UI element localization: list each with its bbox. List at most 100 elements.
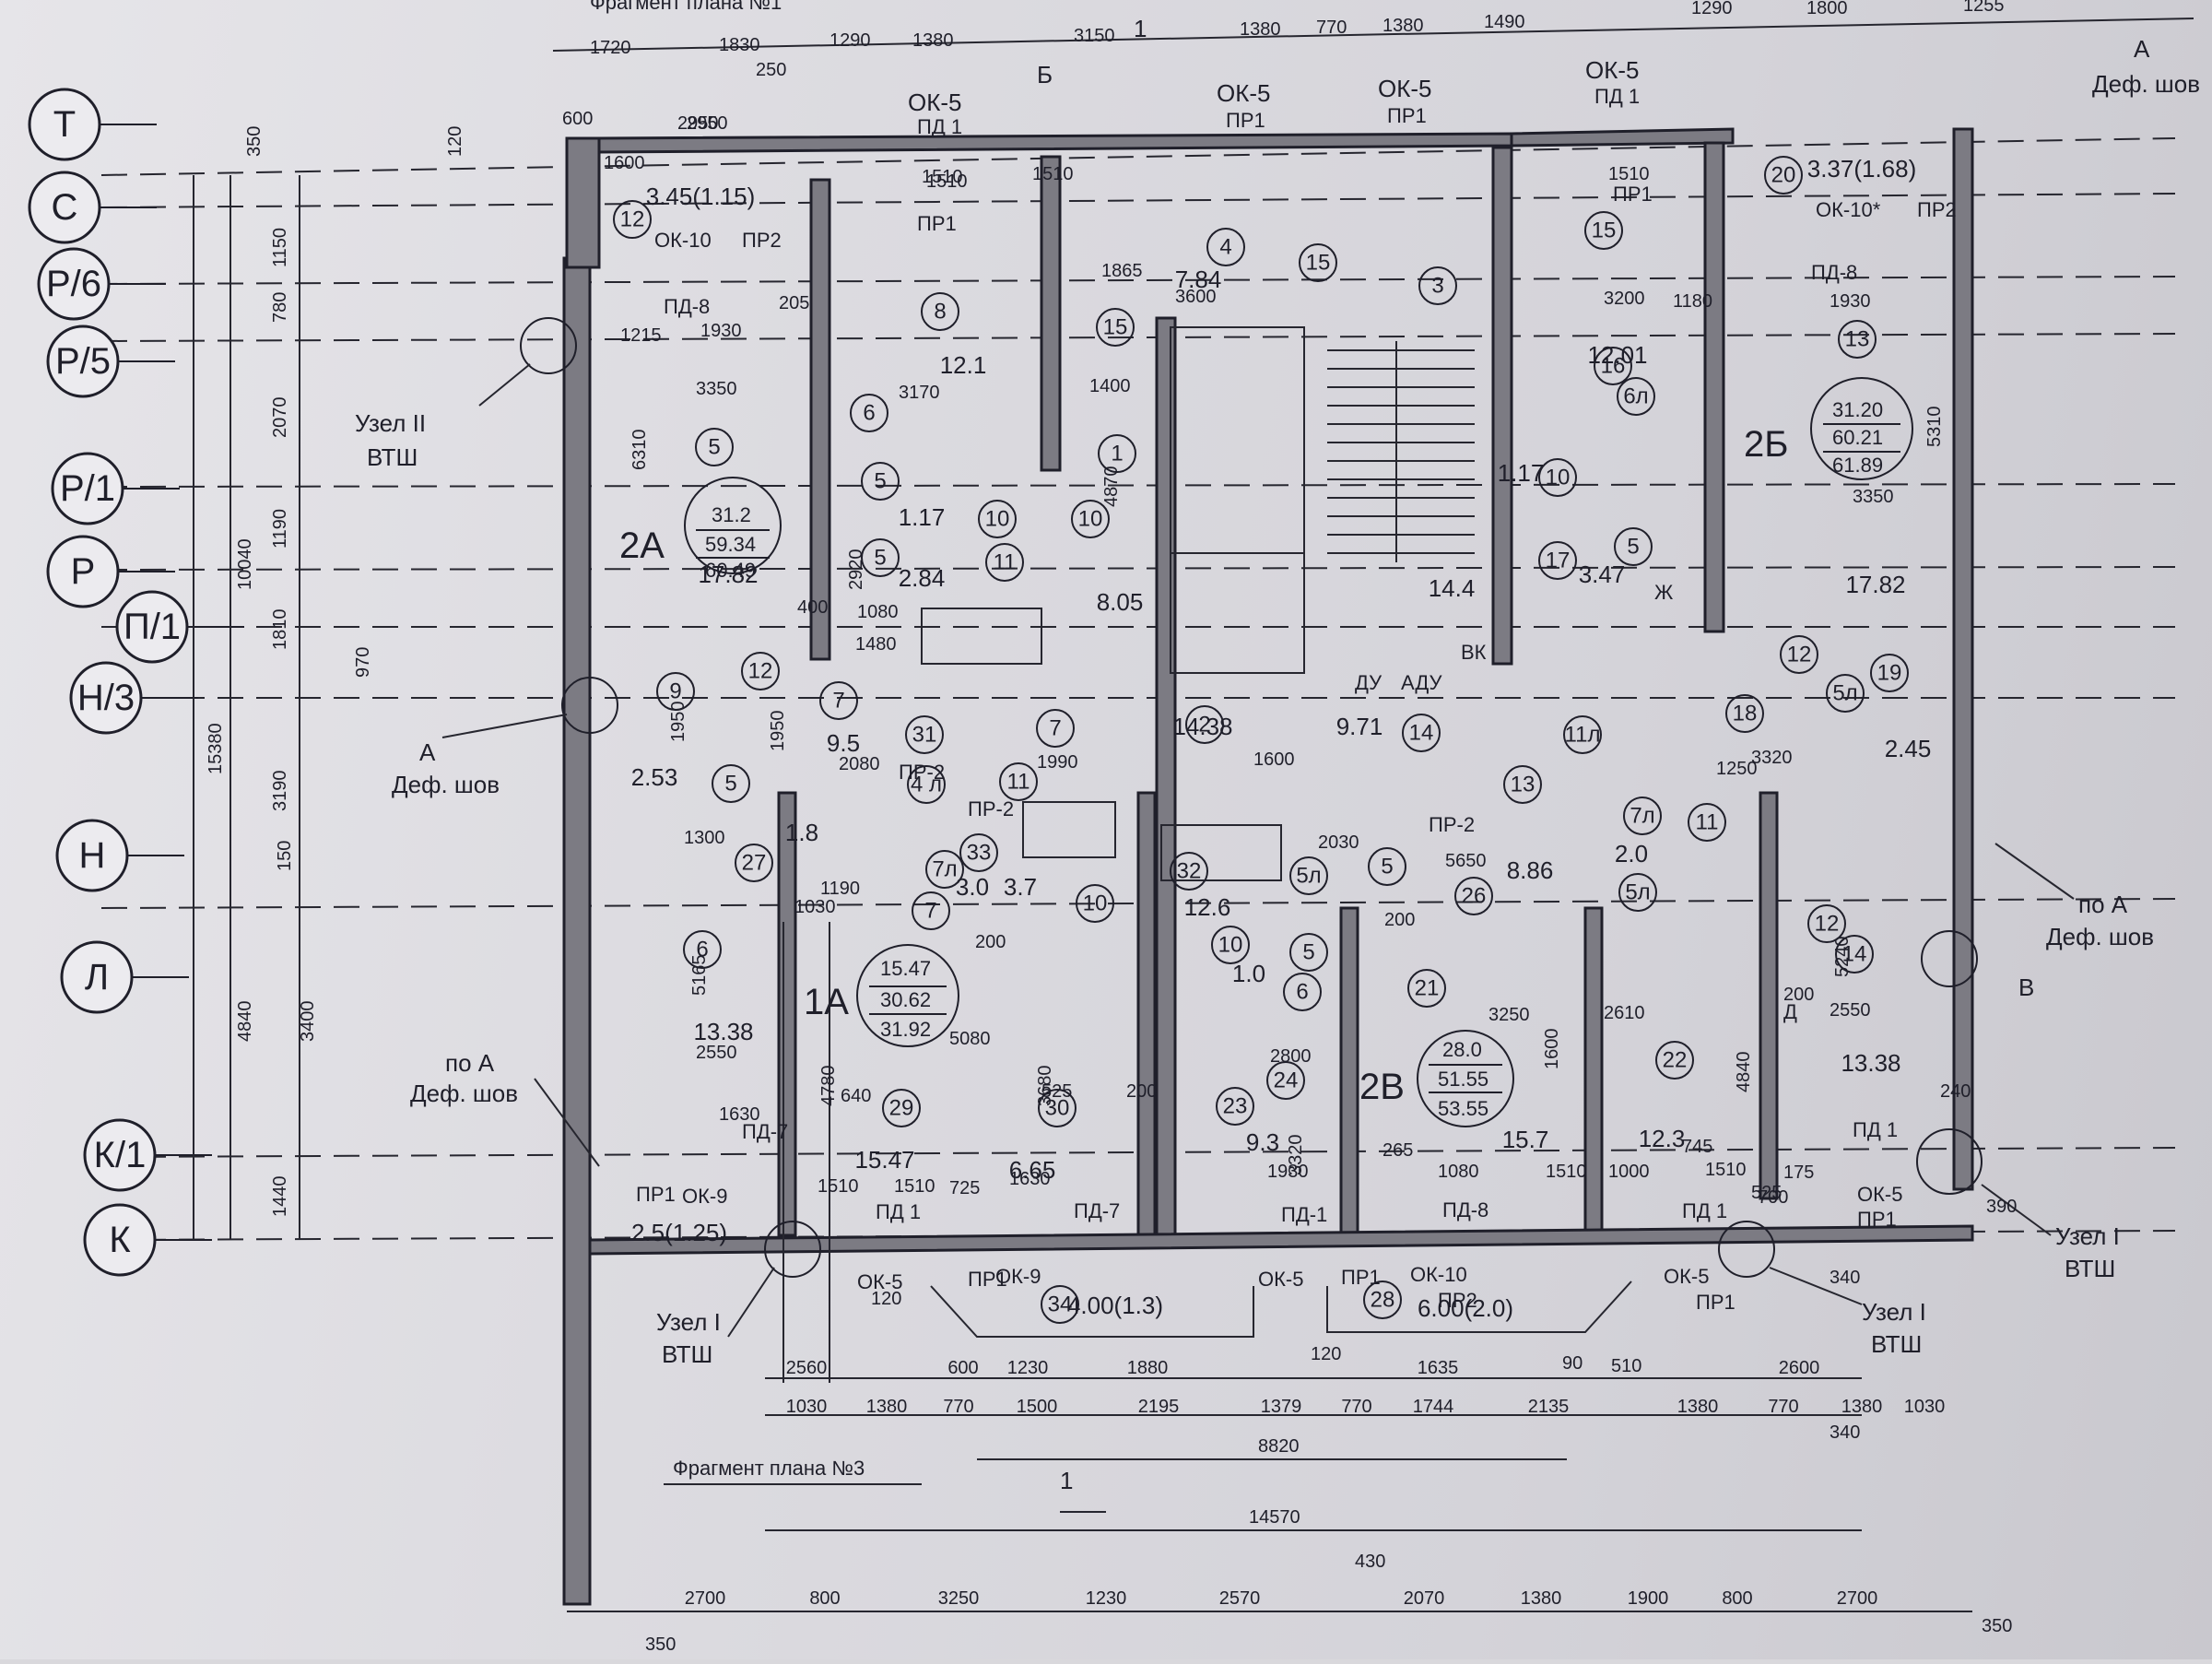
room-number-46: 12 [1807, 904, 1846, 943]
opening-label-34: Ж [1654, 581, 1674, 604]
interior-dim-63: 725 [949, 1178, 980, 1198]
axis-bubble-6: П/1 [115, 590, 189, 664]
apartment-labels: 2А 31.2 59.34 60.49 2Б 31.20 60.21 61.89… [619, 377, 1913, 1127]
fragment-plan-1-label: Фрагмент плана №1 [590, 0, 782, 14]
section-mark-1-bottom: 1 [1060, 1467, 1073, 1494]
window-ok5-d: ОК-5 [1585, 56, 1640, 84]
interior-dim-1: 1215 [620, 325, 662, 346]
bottom-small-dim-5: 390 [1986, 1197, 2017, 1217]
interior-dim-70: 200 [1783, 985, 1814, 1005]
bottom-row3-5: 2070 [1404, 1588, 1445, 1609]
room-area-25: 13.38 [693, 1018, 753, 1045]
door-pd1-d: ПД 1 [1594, 85, 1640, 108]
top-dim-1380b: 1380 [1240, 19, 1281, 40]
room-number-61: 6 [1283, 973, 1322, 1011]
axis-label-10: К/1 [94, 1135, 147, 1175]
room-number-45: 26 [1454, 877, 1493, 915]
axis-bubble-2: Р/6 [37, 247, 111, 321]
room-number-label-54: 21 [1415, 976, 1440, 1001]
top-dim-1830: 1830 [719, 35, 760, 55]
def-joint-a-left: А [419, 738, 436, 766]
axis-bubble-9: Л [60, 940, 134, 1014]
room-number-4: 15 [1299, 243, 1337, 282]
interior-dim-59: 525 [1751, 1183, 1782, 1203]
bottom-row3-9: 2700 [1837, 1588, 1878, 1609]
window-ok5-c: ОК-5 [1378, 75, 1432, 102]
bottom-row3-3: 1230 [1086, 1588, 1127, 1609]
room-number-label-11: 1 [1111, 442, 1123, 466]
deformation-joint-a-top: А [2134, 35, 2150, 63]
room-number-label-56: 22 [1663, 1048, 1688, 1073]
room-number-21: 5 [1614, 527, 1653, 566]
room-number-43: 32 [1170, 852, 1208, 891]
axis-dim-2070: 2070 [270, 397, 290, 439]
room-number-label-8: 20 [1771, 163, 1796, 188]
room-number-34: 31 [905, 715, 944, 754]
node-1-left-sub: ВТШ [662, 1340, 712, 1368]
bottom-row3-4: 2570 [1219, 1588, 1261, 1609]
room-number-label-49: 7 [924, 899, 936, 924]
apartment-2b: 2Б 31.20 60.21 61.89 [1744, 377, 1913, 480]
room-number-13: 6л [1617, 377, 1655, 416]
opening-label-29: ПД 1 [1853, 1118, 1898, 1141]
interior-dim-18: 5310 [1924, 407, 1945, 448]
room-number-label-3: 3 [1431, 274, 1443, 299]
interior-dim-9: 1400 [1089, 376, 1131, 396]
opening-label-19: ПР2 [1438, 1289, 1477, 1312]
room-area-5: 1.17 [899, 503, 946, 531]
room-number-label-0: 12 [620, 207, 645, 232]
bottom-total: 14570 [1249, 1507, 1300, 1528]
opening-label-4: ПР2 [1917, 198, 1957, 221]
room-number-11: 1 [1098, 434, 1136, 473]
opening-label-27: ПД-8 [1442, 1198, 1488, 1221]
room-area-8: 8.05 [1097, 588, 1144, 616]
apartment-2v-total: 51.55 [1438, 1068, 1488, 1091]
top-dim-770: 770 [1316, 18, 1347, 38]
room-number-label-16: 10 [985, 507, 1010, 532]
bottom-row3-8: 800 [1722, 1588, 1752, 1609]
axis-label-7: Н/3 [77, 678, 135, 718]
apartment-2v-living: 28.0 [1442, 1038, 1482, 1061]
bottom-row3-0: 2700 [685, 1588, 726, 1609]
node-1-left-label: Узел I [656, 1308, 721, 1336]
opening-label-1: ПР2 [742, 229, 782, 252]
interior-dim-8: 3170 [899, 383, 940, 403]
apartment-1a-living: 15.47 [880, 957, 931, 980]
room-number-label-14: 5 [874, 469, 886, 494]
interior-dim-62: 240 [1940, 1081, 1971, 1102]
interior-dim-50: 1630 [1009, 1169, 1051, 1189]
opening-label-8: ПР-2 [899, 761, 945, 784]
room-number-label-63: 28 [1371, 1288, 1395, 1313]
axis-bubble-8: Н [55, 819, 129, 892]
bottom-row2-6: 770 [1341, 1397, 1371, 1417]
room-number-59: 23 [1216, 1087, 1254, 1126]
room-area-16: 2.45 [1885, 735, 1932, 762]
opening-label-21: ПР1 [1696, 1291, 1735, 1314]
bottom-row2-1: 1380 [866, 1397, 908, 1417]
room-number-49: 7 [912, 891, 950, 930]
room-number-23: 9 [656, 672, 695, 711]
room-number-41: 7л [925, 850, 964, 889]
interior-dim-17: 6310 [629, 430, 650, 471]
room-area-24: 1.0 [1232, 960, 1265, 987]
bottom-row1-0: 2560 [786, 1358, 828, 1378]
interior-dim-27: 1990 [1037, 752, 1078, 773]
interior-dim-55: 1510 [1546, 1162, 1587, 1182]
room-number-47: 7л [1623, 797, 1662, 835]
room-number-label-44: 5 [1381, 855, 1393, 879]
room-number-label-30: 5л [1832, 681, 1857, 706]
bottom-row2-10: 770 [1768, 1397, 1798, 1417]
room-number-label-18: 10 [1546, 466, 1571, 490]
interior-dim-6: 1510 [1032, 164, 1074, 184]
axis-dim-970: 970 [353, 647, 373, 678]
interior-dim-38: 5080 [949, 1029, 991, 1049]
apartment-1a-total: 30.62 [880, 988, 931, 1011]
room-number-label-35: 11 [1007, 770, 1030, 795]
apartment-2a-total: 59.34 [705, 533, 756, 556]
room-number-label-25: 2 [1198, 713, 1210, 738]
room-area-29: 15.7 [1502, 1126, 1549, 1153]
room-area-12: 17.82 [1845, 571, 1905, 598]
interior-dim-32: 1030 [794, 897, 836, 917]
room-number-label-29: 12 [1787, 643, 1812, 667]
room-area-2: 12.1 [940, 351, 987, 379]
